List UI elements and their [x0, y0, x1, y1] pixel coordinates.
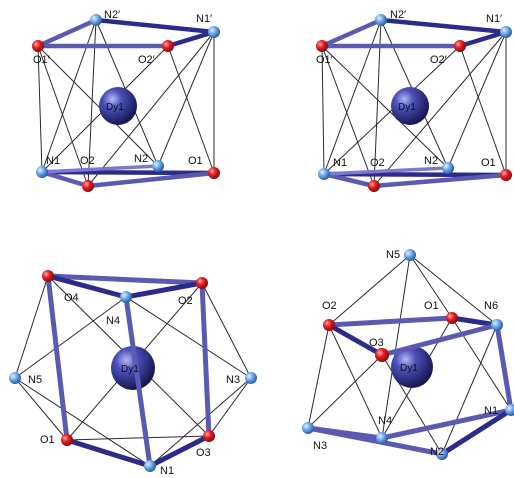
- atoms: [9, 270, 257, 472]
- label-o2p: O2′: [430, 54, 447, 66]
- n3-atom: [245, 372, 257, 384]
- label-o2: O2: [322, 300, 337, 312]
- n2-atom: [152, 160, 164, 172]
- label-o2p: O2′: [138, 54, 155, 66]
- label-o1: O1: [481, 157, 496, 169]
- label-n6: N6: [484, 300, 498, 312]
- label-o1: O1: [188, 155, 203, 167]
- label-n5: N5: [386, 249, 400, 261]
- n5-atom: [9, 372, 21, 384]
- o2p-atom: [454, 40, 466, 52]
- label-o3: O3: [196, 447, 211, 459]
- o2-atom: [368, 180, 380, 192]
- o4-atom: [42, 270, 54, 282]
- n5-atom: [404, 249, 416, 261]
- atoms: [316, 14, 512, 192]
- thick-edges: [305, 315, 514, 457]
- n2-atom: [442, 162, 454, 174]
- thin-edges: [14, 275, 252, 467]
- dy-atom: [99, 87, 137, 125]
- o3-atom: [203, 430, 215, 442]
- label-o1: O1: [40, 434, 55, 446]
- n1-atom: [144, 460, 156, 472]
- label-n2p: N2′: [104, 9, 120, 21]
- o2-atom: [323, 319, 335, 331]
- label-dy: Dy1: [398, 102, 416, 113]
- n2-atom: [436, 448, 448, 460]
- front-thick-edges: [379, 322, 514, 413]
- n1-atom: [318, 168, 330, 180]
- dy-atom: [391, 87, 429, 125]
- o3-atom: [375, 348, 389, 362]
- label-dy: Dy1: [400, 363, 418, 374]
- thick-edges: [45, 273, 212, 469]
- n2p-atom: [90, 14, 102, 26]
- label-n1p: N1′: [196, 13, 212, 25]
- label-n4: N4: [378, 415, 392, 427]
- label-o1p: O1′: [316, 54, 333, 66]
- panel-a: N2′ N1′ O1′ O2′ Dy1 N1 O2 N2 O1: [32, 9, 220, 192]
- o1p-atom: [316, 40, 328, 52]
- o1-atom: [446, 312, 458, 324]
- o2-atom: [82, 180, 94, 192]
- n4-atom: [376, 432, 388, 444]
- label-n1: N1: [484, 405, 498, 417]
- n4-atom: [120, 291, 132, 303]
- label-n2: N2: [430, 446, 444, 458]
- panel-c: O4 O2 N4 Dy1 N5 N3 O1 O3 N1: [9, 270, 257, 477]
- n1-atom: [505, 404, 514, 416]
- n3-atom: [302, 422, 314, 434]
- panel-d: N5 O2 O1 N6 O3 Dy1 N4 N1 N3 N2: [302, 249, 514, 460]
- o2p-atom: [162, 40, 174, 52]
- label-n1: N1: [160, 465, 174, 477]
- o1-atom: [208, 167, 220, 179]
- label-n1p: N1′: [486, 13, 502, 25]
- label-n3: N3: [313, 440, 327, 452]
- n1-atom: [36, 166, 48, 178]
- atom-labels: N2′ N1′ O1′ O2′ Dy1 N1 O2 N2 O1: [316, 9, 502, 169]
- label-o4: O4: [64, 292, 79, 304]
- o1-atom: [61, 434, 73, 446]
- atoms: [302, 249, 514, 460]
- label-n1: N1: [333, 157, 347, 169]
- o2-atom: [196, 277, 208, 289]
- o1-atom: [500, 169, 512, 181]
- atom-labels: O4 O2 N4 Dy1 N5 N3 O1 O3 N1: [28, 292, 240, 477]
- atom-labels: N2′ N1′ O1′ O2′ Dy1 N1 O2 N2 O1: [33, 9, 212, 167]
- label-o3: O3: [369, 337, 384, 349]
- label-n3: N3: [226, 374, 240, 386]
- thick-edges: [35, 17, 217, 189]
- n4-n1-edge: [123, 294, 153, 469]
- dy-atom: [391, 346, 433, 388]
- label-n2: N2: [134, 153, 148, 165]
- label-n4: N4: [106, 315, 120, 327]
- atoms: [32, 14, 220, 192]
- n2p-atom: [375, 14, 387, 26]
- label-dy: Dy1: [106, 102, 124, 113]
- n1p-atom: [208, 26, 220, 38]
- thick-edges: [319, 17, 509, 189]
- label-o1p: O1′: [33, 54, 50, 66]
- label-n5: N5: [28, 374, 42, 386]
- n1p-atom: [500, 26, 512, 38]
- panel-b: N2′ N1′ O1′ O2′ Dy1 N1 O2 N2 O1: [316, 9, 512, 192]
- label-n2p: N2′: [390, 9, 406, 21]
- label-o2: O2: [370, 157, 385, 169]
- thin-edges: [321, 19, 507, 187]
- atom-labels: N5 O2 O1 N6 O3 Dy1 N4 N1 N3 N2: [313, 249, 498, 458]
- label-n1: N1: [46, 155, 60, 167]
- label-o2: O2: [80, 155, 95, 167]
- o1p-atom: [32, 40, 44, 52]
- n6-atom: [491, 319, 503, 331]
- label-o2: O2: [178, 295, 193, 307]
- dy-atom: [111, 346, 155, 390]
- label-dy: Dy1: [121, 364, 139, 375]
- label-o1: O1: [424, 300, 439, 312]
- label-n2: N2: [424, 155, 438, 167]
